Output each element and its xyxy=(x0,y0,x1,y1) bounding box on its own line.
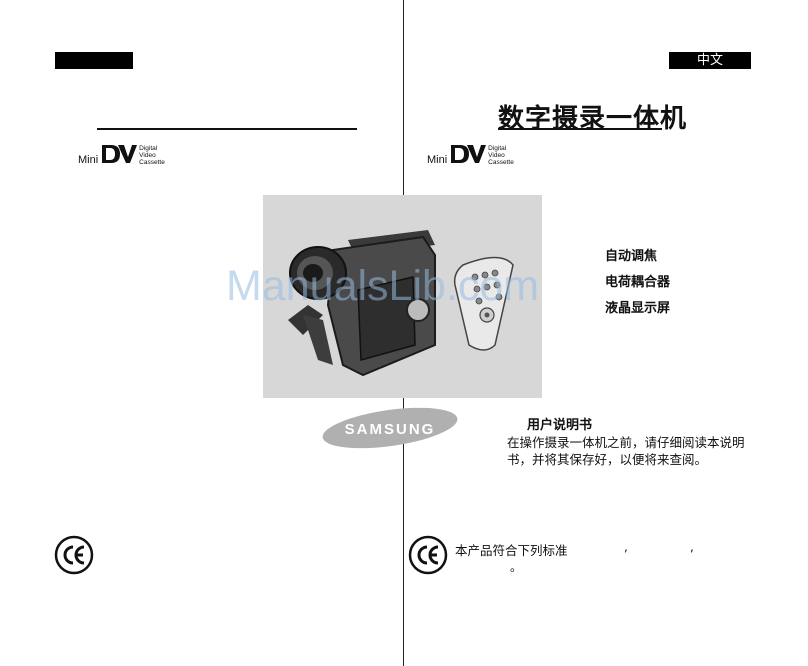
feature-item-lcd: 液晶显示屏 xyxy=(605,301,671,316)
brand-name: SAMSUNG xyxy=(345,421,436,438)
minidv-mini-label: Mini xyxy=(427,154,448,166)
manual-description: 在操作摄录一体机之前，请仔细阅读本说明书，并将其保存好，以便将来查阅。 xyxy=(507,435,745,467)
minidv-line-video: Video xyxy=(488,152,505,159)
right-minidv-logo: Mini Digital Video Cassette xyxy=(427,142,514,166)
minidv-line-cassette: Cassette xyxy=(488,159,514,166)
camcorder-illustration xyxy=(288,230,514,377)
language-tab: 中文 xyxy=(669,52,751,69)
standards-comma-1: , xyxy=(624,540,628,554)
minidv-line-digital: Digital xyxy=(488,145,507,152)
standards-comma-2: , xyxy=(690,540,694,554)
watermark-text: ManualsLib.com xyxy=(226,262,540,310)
minidv-text: Digital Video Cassette xyxy=(488,145,514,166)
product-photo xyxy=(263,195,542,398)
title-rule xyxy=(498,128,662,130)
standards-statement: 本产品符合下列标准 xyxy=(455,543,568,558)
standards-period: 。 xyxy=(510,560,523,574)
minidv-mini-label: Mini xyxy=(78,154,99,166)
feature-item-autofocus: 自动调焦 xyxy=(605,249,658,264)
left-minidv-logo: Mini Digital Video Cassette xyxy=(78,142,165,166)
feature-item-ccd: 电荷耦合器 xyxy=(605,275,671,290)
dv-logo-icon xyxy=(102,145,138,163)
dv-logo-icon xyxy=(451,145,487,163)
samsung-logo: SAMSUNG xyxy=(322,407,458,449)
manual-heading: 用户说明书 xyxy=(527,418,593,433)
right-ce-mark-icon xyxy=(408,535,448,575)
minidv-text: Digital Video Cassette xyxy=(139,145,165,166)
left-title-rule xyxy=(97,128,357,130)
left-ce-mark-icon xyxy=(54,535,94,575)
left-language-tab xyxy=(55,52,133,69)
minidv-line-digital: Digital xyxy=(139,145,158,152)
feature-list: 自动调焦 电荷耦合器 液晶显示屏 xyxy=(605,244,670,322)
minidv-line-video: Video xyxy=(139,152,156,159)
minidv-line-cassette: Cassette xyxy=(139,159,165,166)
